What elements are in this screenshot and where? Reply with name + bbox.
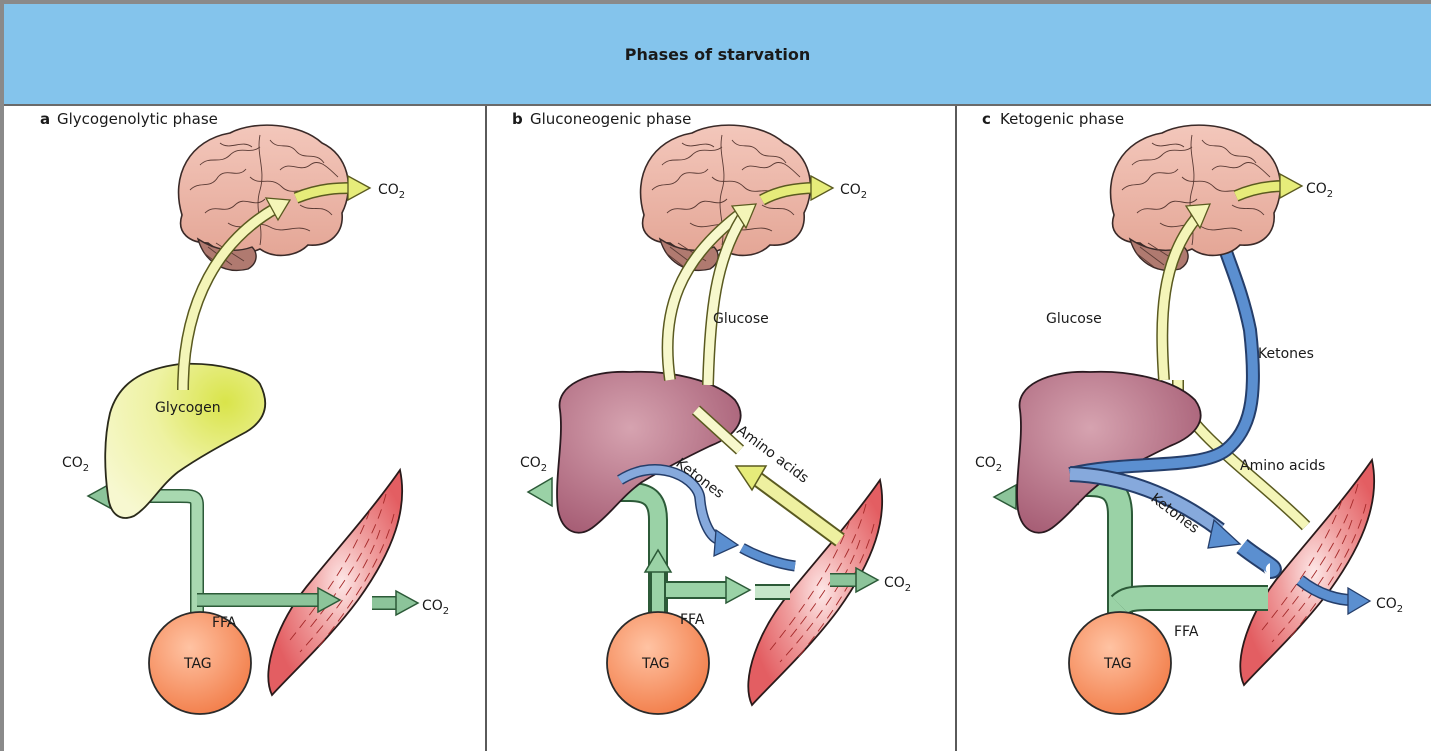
svg-text:CO2: CO2 — [1306, 181, 1333, 200]
panel-c-heading: c Ketogenic phase — [982, 110, 1124, 128]
ffa-label: FFA — [680, 612, 705, 628]
amino-acids-arrow — [696, 410, 840, 540]
panel-c-letter: c — [982, 110, 991, 128]
tag-label: TAG — [641, 656, 670, 672]
brain-organ — [179, 125, 349, 270]
panel-c: Glucose Ketones Amino acids Ketones FFA … — [975, 125, 1403, 714]
glucose-label: Glucose — [713, 311, 769, 327]
panel-a-heading: a Glycogenolytic phase — [40, 110, 218, 128]
ffa-label: FFA — [1174, 624, 1199, 640]
svg-text:CO2: CO2 — [378, 182, 405, 201]
panel-b: Glucose Amino acids Ketones FFA TAG CO2 … — [520, 125, 911, 714]
tag-label: TAG — [183, 656, 212, 672]
svg-text:CO2: CO2 — [975, 455, 1002, 474]
amino-acids-label: Amino acids — [1240, 458, 1325, 474]
ketones-up-label: Ketones — [1258, 346, 1314, 362]
glycogen-label: Glycogen — [155, 400, 221, 416]
muscle-organ — [1240, 460, 1374, 685]
svg-text:CO2: CO2 — [422, 598, 449, 617]
panel-b-letter: b — [512, 110, 523, 128]
panel-a: Glycogen FFA TAG CO2 CO2 CO2 — [62, 125, 449, 714]
panel-c-title: Ketogenic phase — [1000, 110, 1124, 128]
svg-text:CO2: CO2 — [520, 455, 547, 474]
ffa-label: FFA — [212, 615, 237, 631]
panel-a-letter: a — [40, 110, 50, 128]
glucose-label: Glucose — [1046, 311, 1102, 327]
panel-b-heading: b Gluconeogenic phase — [512, 110, 691, 128]
brain-organ — [1111, 125, 1281, 270]
svg-text:CO2: CO2 — [1376, 596, 1403, 615]
panel-b-title: Gluconeogenic phase — [530, 110, 691, 128]
panel-a-title: Glycogenolytic phase — [57, 110, 218, 128]
svg-text:CO2: CO2 — [62, 455, 89, 474]
svg-text:CO2: CO2 — [884, 575, 911, 594]
muscle-organ — [268, 470, 402, 695]
svg-text:CO2: CO2 — [840, 182, 867, 201]
tag-label: TAG — [1103, 656, 1132, 672]
